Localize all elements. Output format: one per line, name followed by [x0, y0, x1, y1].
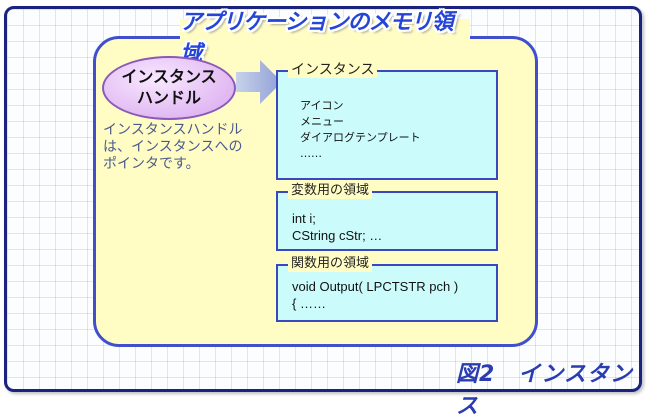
figure-caption: 図2 インスタンス	[456, 362, 633, 419]
description-line: は、インスタンスへの	[103, 139, 243, 155]
list-item: ……	[300, 147, 322, 160]
region-title: アプリケーションのメモリ領域	[180, 10, 470, 67]
handle-label-line2: ハンドル	[136, 88, 201, 107]
instance-box: インスタンス アイコン メニュー ダイアログテンプレート ……	[276, 62, 498, 180]
code-line: void Output( LPCTSTR pch )	[292, 279, 459, 294]
instance-items: アイコン メニュー ダイアログテンプレート ……	[300, 98, 421, 162]
handle-label-line1: インスタンス	[121, 67, 217, 87]
variable-box-title: 変数用の領域	[288, 183, 373, 199]
code-line: { ……	[292, 296, 326, 311]
instance-handle-ellipse: インスタンス ハンドル	[102, 56, 236, 120]
variable-code: int i; CString cStr; …	[292, 210, 382, 244]
handle-description: インスタンスハンドル は、インスタンスへの ポインタです。	[103, 122, 273, 173]
list-item: メニュー	[300, 115, 344, 128]
description-line: ポインタです。	[103, 156, 200, 172]
right-arrow-icon	[236, 60, 282, 104]
function-code: void Output( LPCTSTR pch ) { ……	[292, 278, 458, 312]
variable-box: 変数用の領域 int i; CString cStr; …	[276, 183, 498, 251]
instance-box-title: インスタンス	[288, 62, 378, 78]
function-box-title: 関数用の領域	[288, 256, 373, 272]
description-line: インスタンスハンドル	[103, 122, 243, 138]
list-item: アイコン	[300, 99, 344, 112]
list-item: ダイアログテンプレート	[300, 131, 421, 144]
code-line: CString cStr; …	[292, 228, 383, 243]
function-box: 関数用の領域 void Output( LPCTSTR pch ) { ……	[276, 256, 498, 322]
code-line: int i;	[292, 211, 316, 226]
